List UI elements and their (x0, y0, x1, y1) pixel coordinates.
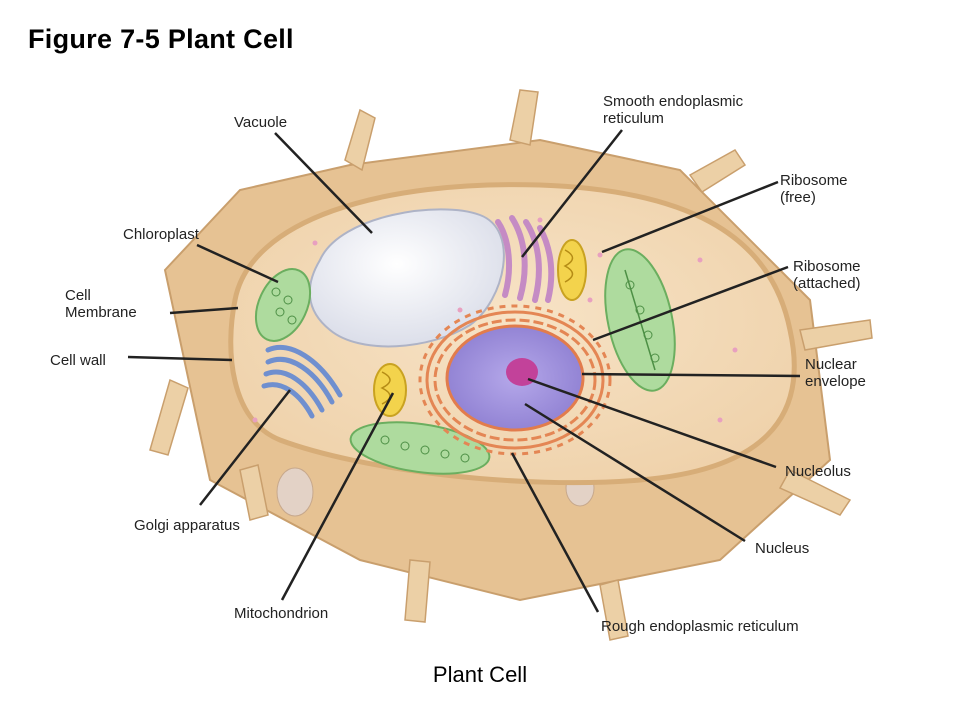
label-vacuole: Vacuole (234, 114, 288, 131)
diagram-caption: Plant Cell (432, 662, 528, 687)
label-rough-er: Rough endoplasmic reticulum (601, 618, 799, 635)
chloroplast-right (604, 248, 676, 392)
label-cell-wall: Cell wall (50, 352, 106, 369)
label-smooth-er: Smooth endoplasmic reticulum (603, 93, 744, 127)
leader-rough-er (510, 452, 600, 613)
leader-lines (127, 129, 801, 613)
figure-title: Figure 7-5 Plant Cell (28, 24, 294, 54)
label-nuclear-envelope: Nuclear envelope (805, 356, 866, 390)
label-mitochondrion: Mitochondrion (234, 605, 329, 622)
leader-chloroplast (196, 243, 279, 284)
label-chloroplast: Chloroplast (123, 226, 199, 243)
label-nucleolus: Nucleolus (785, 463, 851, 480)
ribosomes (252, 217, 738, 423)
leader-golgi (199, 389, 291, 506)
rough-er (418, 304, 612, 456)
chloroplast (254, 268, 312, 342)
leader-nuclear-envelope (581, 372, 801, 378)
leader-vacuole (274, 132, 373, 234)
leader-nucleolus (527, 377, 777, 469)
chloroplast-lower (349, 421, 491, 475)
label-ribosome-attached: Ribosome (attached) (793, 258, 861, 292)
label-nucleus: Nucleus (755, 540, 810, 557)
golgi-apparatus (261, 344, 343, 419)
label-ribosome-free: Ribosome (free) (780, 172, 848, 206)
leader-ribosome-free (601, 180, 779, 254)
leader-cell-wall (127, 355, 233, 362)
mitochondrion-upper (557, 239, 587, 301)
label-cell-membrane: Cell Membrane (65, 287, 137, 321)
mitochondrion (373, 363, 407, 417)
leader-cell-membrane (169, 306, 239, 315)
leader-ribosome-attached (592, 265, 789, 342)
label-golgi-apparatus: Golgi apparatus (134, 517, 240, 534)
leader-smooth-er (521, 129, 623, 258)
leader-nucleus (524, 402, 746, 543)
leader-mitochondrion (280, 392, 395, 601)
